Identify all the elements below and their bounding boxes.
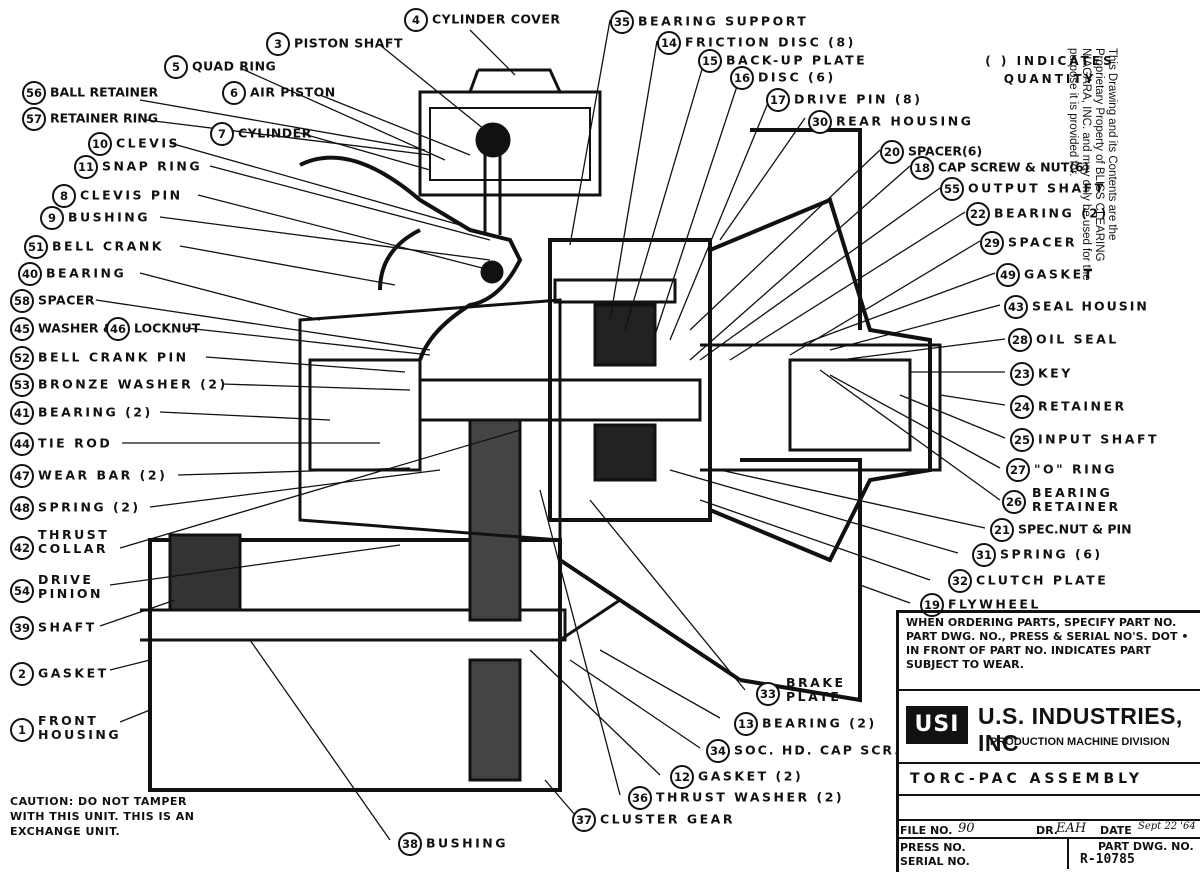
dr-label: DR. — [1036, 824, 1058, 837]
ordering-note: WHEN ORDERING PARTS, SPECIFY PART NO. PA… — [906, 616, 1189, 671]
cylinder-cover-shape — [418, 90, 602, 197]
caution-note: CAUTION: DO NOT TAMPER WITH THIS UNIT. T… — [10, 795, 195, 838]
proprietary-note: This Drawing and its Contents are the Pr… — [1067, 48, 1118, 281]
usi-logo: USI — [906, 706, 968, 744]
file-label: FILE NO. — [900, 824, 953, 837]
serial-label: SERIAL NO. — [900, 855, 970, 868]
date-label: DATE — [1100, 824, 1132, 837]
part-dwg-value: R-10785 — [1080, 852, 1135, 867]
flywheel-shape — [739, 458, 862, 703]
rear-housing-shape — [708, 197, 932, 563]
drawing-title: TORC-PAC ASSEMBLY — [910, 771, 1144, 787]
dr-value: EAH — [1056, 821, 1087, 836]
front-housing-shape — [148, 538, 562, 792]
label-o-ring: 27"O" RING — [1006, 458, 1117, 482]
file-value: 90 — [958, 821, 975, 836]
quantity-note: ( ) INDICATES QUANTITY — [985, 54, 1115, 86]
division-name: PRODUCTION MACHINE DIVISION — [990, 736, 1170, 748]
part-dwg-label: PART DWG. NO. — [1098, 840, 1194, 853]
press-label: PRESS NO. — [900, 841, 966, 854]
title-block — [896, 610, 1200, 872]
date-value: Sept 22 '64 — [1138, 821, 1196, 832]
company-name: U.S. INDUSTRIES, INC — [978, 703, 1183, 756]
